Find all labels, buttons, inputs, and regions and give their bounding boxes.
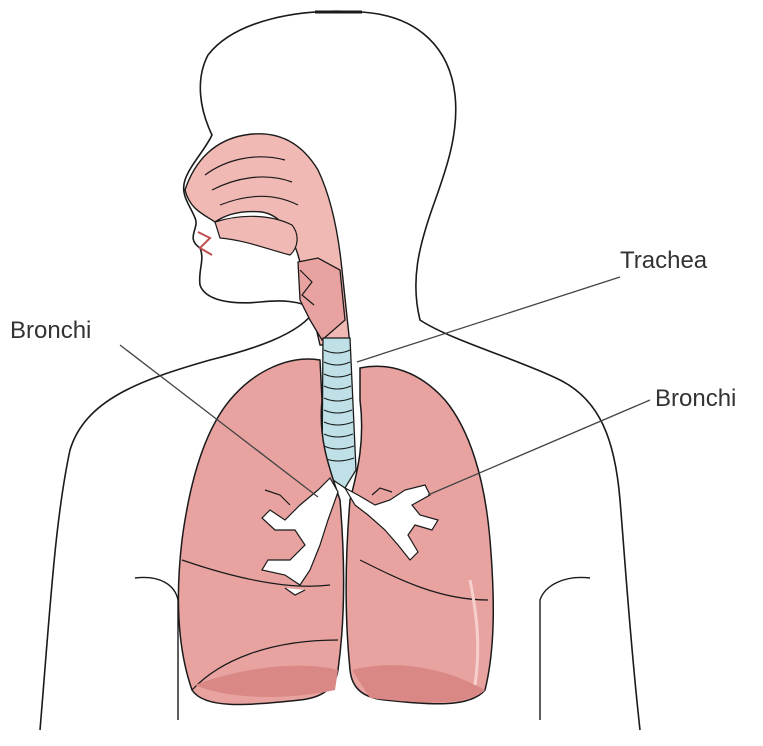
nasal-concha-upper: [204, 156, 286, 176]
bronchi-right-label: Bronchi: [655, 385, 736, 412]
left-arm-line: [134, 576, 179, 720]
left-lung-fissure-2: [191, 639, 339, 691]
left-lung: [177, 358, 345, 706]
left-bronchi: [261, 477, 339, 596]
left-lung-shade: [195, 665, 338, 697]
bronchi-left-label: Bronchi: [10, 317, 91, 344]
bronchi-left-leader-line: [119, 344, 319, 498]
larynx: [297, 257, 346, 341]
bronchi-right-leader-line: [427, 399, 651, 496]
trachea-leader-line: [356, 276, 621, 363]
right-lung: [345, 365, 495, 705]
nasal-concha-lower: [219, 195, 299, 206]
left-lung-fissure-1: [181, 559, 331, 587]
right-bronchi: [343, 484, 439, 561]
mouth-tongue: [214, 215, 298, 256]
right-lung-highlight: [468, 579, 480, 686]
lips: [197, 231, 213, 256]
larynx-folds: [299, 269, 315, 306]
nasal-concha-middle: [211, 176, 293, 191]
trachea-rings: [323, 349, 355, 462]
body-outline: [39, 10, 641, 731]
right-lung-shade: [352, 665, 485, 703]
trachea-label: Trachea: [620, 247, 708, 274]
right-arm-line: [539, 576, 591, 720]
